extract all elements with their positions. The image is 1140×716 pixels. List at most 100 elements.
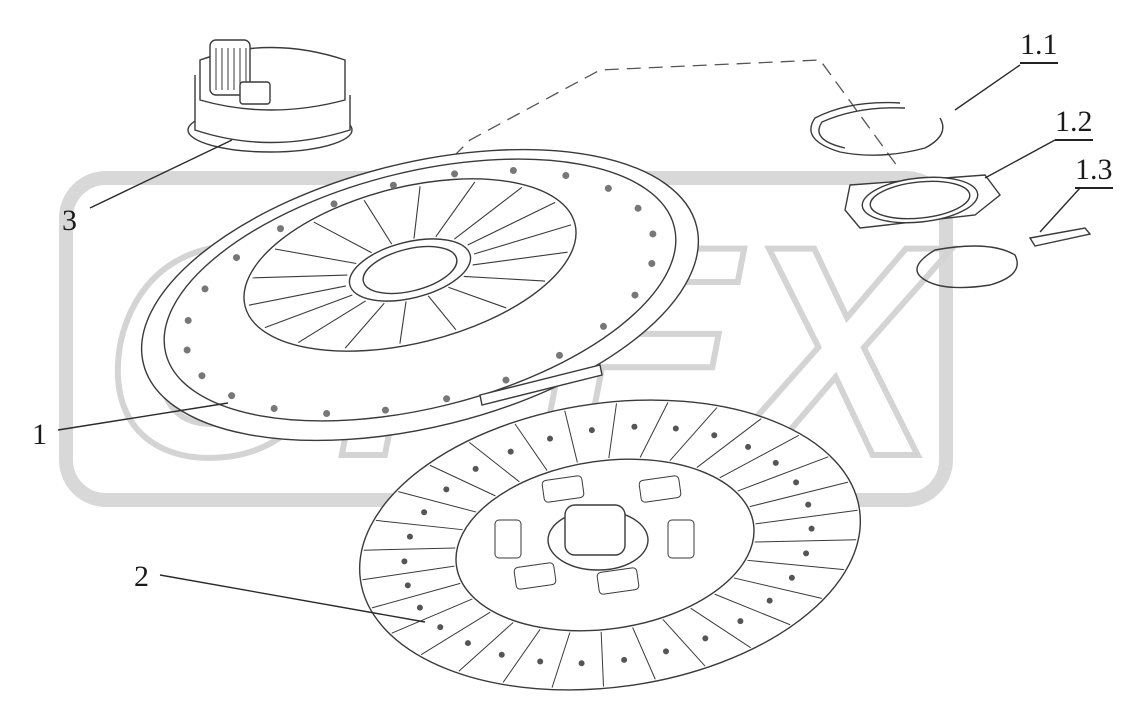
plate-hole (184, 316, 192, 324)
facing-rivet (711, 432, 718, 439)
facing-segment-line (639, 402, 669, 458)
facing-rivet (437, 624, 444, 631)
facing-rivet (416, 604, 423, 611)
facing-segment-line (502, 629, 541, 683)
callout-3: 3 (62, 204, 77, 237)
facing-rivet (404, 582, 411, 589)
plate-hole (443, 395, 451, 403)
plate-hole (389, 181, 397, 189)
facing-segment-line (669, 407, 718, 462)
diaphragm-finger (467, 201, 556, 246)
diaphragm-finger (435, 181, 476, 238)
facing-rivet (808, 525, 815, 532)
leader-1-2 (984, 139, 1056, 179)
facing-rivet (421, 509, 428, 516)
facing-segment-line (719, 434, 800, 479)
diaphragm-finger (344, 302, 385, 349)
facing-segment-line (363, 547, 456, 551)
spring-clip (916, 227, 1092, 289)
leader-1 (57, 402, 229, 431)
facing-rivet (443, 486, 450, 493)
plate-hole (502, 376, 510, 384)
facing-rivet (805, 501, 812, 508)
plate-hole (631, 291, 639, 299)
diaphragm-finger (274, 248, 357, 265)
facing-segment-line (690, 607, 751, 649)
callout-1: 1 (32, 418, 47, 451)
diaphragm-finger (448, 286, 507, 309)
plate-hole (562, 171, 570, 179)
facing-rivet (631, 423, 638, 430)
facing-segment-line (755, 509, 858, 525)
facing-segment-line (747, 559, 845, 571)
callout-1-1: 1.1 (1020, 30, 1058, 64)
facing-segment-line (420, 611, 491, 656)
plate-hole (228, 392, 236, 400)
facing-segment-line (469, 441, 520, 483)
plate-hole (634, 204, 642, 212)
leader-3 (89, 139, 233, 209)
facing-segment-line (608, 403, 617, 459)
facing-rivet (788, 574, 795, 581)
diaphragm-finger (264, 294, 353, 329)
facing-segment-line (362, 565, 455, 581)
clutch-disc (358, 399, 862, 691)
plate-hole (198, 372, 206, 380)
facing-rivet (472, 465, 479, 472)
diaphragm-finger (252, 274, 348, 279)
facing-segment-line (662, 619, 706, 667)
facing-rivet (578, 660, 585, 667)
leader-2 (159, 574, 426, 623)
leader-lines (57, 64, 1081, 623)
diaphragm-finger (472, 251, 568, 266)
release-bearing (187, 39, 353, 153)
diaphragm-finger (297, 300, 366, 344)
plate-hole (330, 200, 338, 208)
diaphragm-finger (454, 187, 523, 240)
leader-1-3 (1039, 187, 1081, 233)
plate-hole (270, 405, 278, 413)
callout-1-2: 1.2 (1055, 107, 1093, 141)
facing-rivet (507, 448, 514, 455)
diaphragm-finger (399, 301, 407, 344)
plate-hole (649, 230, 657, 238)
plate-hole (451, 170, 459, 178)
facing-segment-line (458, 622, 514, 672)
facing-rivet (547, 435, 554, 442)
facing-segment-line (632, 627, 656, 680)
facing-rivet (537, 658, 544, 665)
facing-segment-line (754, 539, 857, 543)
facing-segment-line (737, 456, 829, 492)
facing-segment-line (398, 491, 477, 513)
plate-hole (201, 285, 209, 293)
facing-rivet (588, 427, 595, 434)
facing-rivet (702, 635, 709, 642)
facing-rivet (766, 597, 773, 604)
facing-rivet (745, 443, 752, 450)
facing-rivet (793, 479, 800, 486)
facing-segment-line (551, 632, 571, 688)
plate-hole (509, 167, 517, 175)
pressure-plate-assembly (140, 148, 700, 442)
callout-2: 2 (134, 560, 149, 593)
facing-rivet (803, 550, 810, 557)
plate-hole (604, 184, 612, 192)
diaphragm-finger (248, 285, 347, 306)
snap-ring (810, 101, 944, 156)
facing-rivet (737, 618, 744, 625)
diaphragm-finger (427, 295, 457, 331)
facing-rivet (498, 651, 505, 658)
facing-segment-line (600, 631, 604, 687)
facing-rivet (662, 648, 669, 655)
diaphragm-finger (413, 186, 421, 239)
plate-hole (183, 346, 191, 354)
facing-segment-line (429, 464, 496, 497)
retaining-ring (844, 174, 1001, 229)
facing-segment-line (749, 481, 849, 508)
facing-segment-line (371, 582, 461, 609)
facing-rivet (401, 558, 408, 565)
plate-hole (277, 225, 285, 233)
facing-segment-line (514, 423, 548, 471)
facing-rivet (672, 425, 679, 432)
